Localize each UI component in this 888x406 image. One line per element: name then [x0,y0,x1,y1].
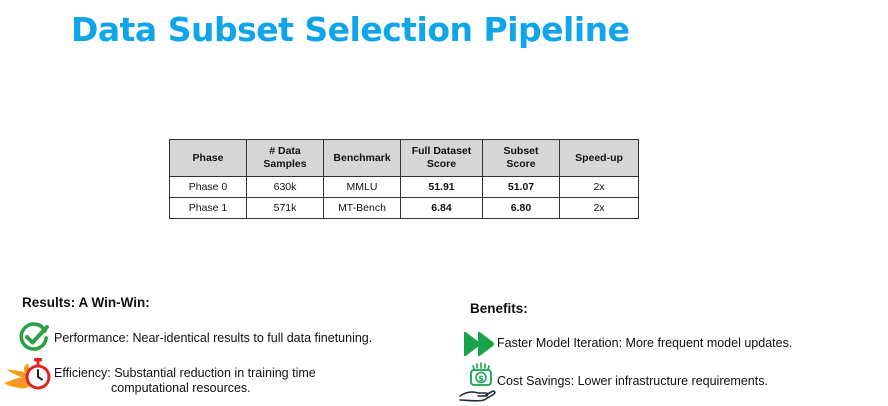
performance-text: Performance: Near-identical results to f… [54,331,373,345]
header-benchmark: Benchmark [323,139,401,177]
fast-forward-icon [462,331,496,357]
header-speed-up: Speed-up [559,139,639,177]
cell-benchmark: MMLU [323,176,401,198]
cost-savings-text: Cost Savings: Lower infrastructure requi… [497,374,768,388]
header-phase: Phase [169,139,247,177]
cell-full-dataset-score: 6.84 [400,197,483,219]
cell-phase: Phase 0 [169,176,247,198]
results-heading: Results: A Win-Win: [22,295,150,310]
cell-benchmark: MT-Bench [323,197,401,219]
benefits-heading: Benefits: [470,301,528,316]
checkmark-circle-icon [18,322,50,352]
money-hand-icon: $ [458,362,498,404]
cell-subset-score: 6.80 [482,197,560,219]
table-row: Phase 0 630k MMLU 51.91 51.07 2x [169,176,639,198]
cell-data-samples: 630k [246,176,324,198]
cell-speed-up: 2x [559,176,639,198]
cell-phase: Phase 1 [169,197,247,219]
cell-full-dataset-score: 51.91 [400,176,483,198]
page-title: Data Subset Selection Pipeline [71,10,630,49]
cell-speed-up: 2x [559,197,639,219]
faster-iteration-text: Faster Model Iteration: More frequent mo… [497,336,793,350]
cell-subset-score: 51.07 [482,176,560,198]
table-row: Phase 1 571k MT-Bench 6.84 6.80 2x [169,197,639,219]
svg-text:$: $ [478,374,484,383]
cell-data-samples: 571k [246,197,324,219]
efficiency-text-line1: Efficiency: Substantial reduction in tra… [54,366,316,380]
efficiency-text-line2: computational resources. [111,381,251,395]
stopwatch-flame-icon [2,357,54,393]
